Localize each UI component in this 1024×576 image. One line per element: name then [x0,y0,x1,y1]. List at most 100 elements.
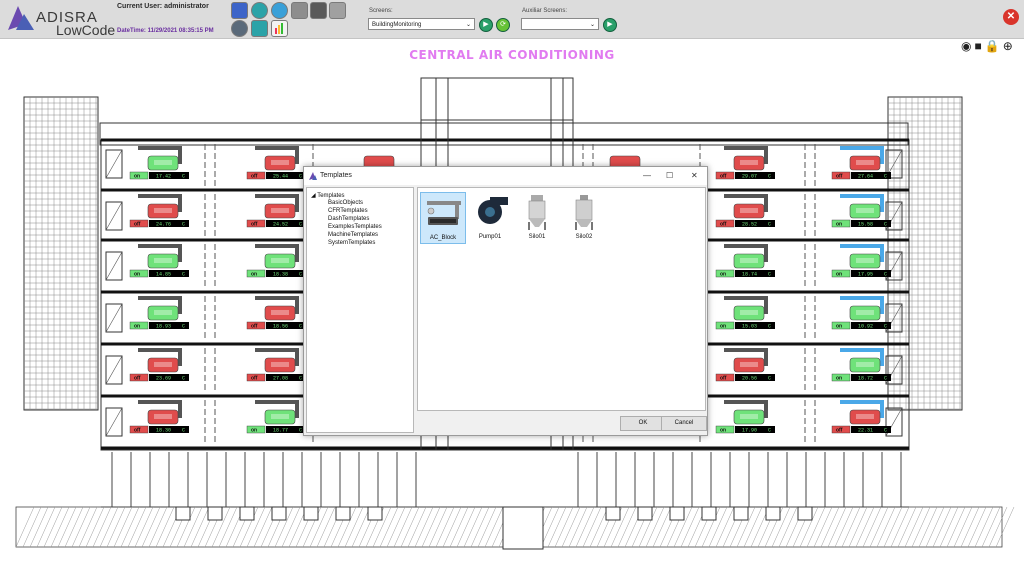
camera-icon[interactable] [310,2,327,19]
window-diagonal [105,407,123,437]
temp-display [266,322,306,329]
hatch-line [78,506,98,548]
footing [701,506,717,521]
aux-screens-dropdown[interactable]: ⌄ [521,18,599,30]
document-icon[interactable] [329,2,346,19]
lock-icon[interactable]: 🔒 [984,39,1000,53]
hatch-line [806,506,826,548]
template-icon [309,172,317,180]
ac-unit-highlight [154,160,172,165]
hatch-line [449,506,469,548]
ac-unit-highlight [154,414,172,419]
ok-button[interactable]: OK [620,416,666,431]
tree-item-dashtemplates[interactable]: DashTemplates [328,216,370,222]
status-badge [715,425,735,434]
maximize-icon[interactable]: ☐ [666,171,674,180]
hatch-line [372,506,392,548]
temp-value: 18.72 [858,376,873,382]
close-icon[interactable]: ✕ [691,171,698,180]
status-badge [246,171,266,180]
status-badge [129,373,149,382]
hatch-line [652,506,672,548]
footing [207,506,223,521]
hatch-line [771,506,791,548]
hatch-line [911,506,931,548]
tree-item-systemtemplates[interactable]: SystemTemplates [328,240,376,246]
ac-unit-highlight [740,310,758,315]
screens-dropdown[interactable]: BuildingMonitoring ⌄ [368,18,475,30]
template-tile-pump01[interactable]: Pump01 [467,192,513,244]
hatch-line [701,506,721,548]
hatch-line [183,506,203,548]
tree-item-basicobjects[interactable]: BasicObjects [328,200,364,206]
navigate-icon[interactable]: ◉ [961,39,972,53]
silo-icon [575,195,593,230]
tree-item-cfrtemplates[interactable]: CFRTemplates [328,208,368,214]
hatch-line [589,506,609,548]
temp-unit: C [182,174,185,180]
save-icon[interactable]: ■ [974,39,982,53]
user-icon[interactable] [231,2,248,19]
temp-unit: C [299,324,302,330]
hatch-line [337,506,357,548]
ac-unit-body [147,409,179,425]
refresh-screen-button[interactable]: ⟳ [496,18,510,32]
template-tile-silo01[interactable]: Silo01 [514,192,560,244]
ac-block-icon [427,201,461,225]
template-tile-silo02[interactable]: Silo02 [561,192,607,244]
ac-unit-highlight [856,414,874,419]
add-icon[interactable]: ⊕ [1002,39,1013,53]
hatch-line [981,506,1001,548]
ac-unit-body [849,409,881,425]
temp-value: 14.85 [156,272,171,278]
tree-item-machinetemplates[interactable]: MachineTemplates [328,232,379,238]
template-tile-ac-block[interactable]: AC_Block [420,192,466,244]
window-frame [885,201,903,231]
status-badge [129,171,149,180]
network-icon[interactable] [251,20,268,37]
temp-value: 24.52 [273,222,288,228]
tree-root[interactable]: ◢ Templates [311,193,345,199]
go-aux-screen-button[interactable]: ▶ [603,18,617,32]
window-frame [885,251,903,281]
status-text: off [251,222,258,228]
temp-value: 17.95 [858,272,873,278]
aux-screens-label: Auxiliar Screens: [522,8,568,14]
globe-icon[interactable] [251,2,268,19]
close-app-icon[interactable]: ✕ [1003,9,1019,25]
hatch-line [855,506,875,548]
temp-display [735,426,775,433]
temp-unit: C [884,272,887,278]
ac-unit-highlight [740,362,758,367]
temp-value: 20.56 [742,376,757,382]
ac-unit-highlight [856,310,874,315]
status-text: on [836,324,842,330]
tile-label: AC_Block [429,235,457,241]
temp-display [735,270,775,277]
temp-display [266,220,306,227]
status-text: off [836,428,843,434]
hatch-line [239,506,259,548]
database-icon[interactable] [291,2,308,19]
monitor-icon[interactable] [271,2,288,19]
hatch-line [400,506,420,548]
bar-chart-icon[interactable] [271,20,288,37]
cancel-button[interactable]: Cancel [661,416,707,431]
hatch-line [743,506,763,548]
temp-display [266,172,306,179]
minimize-icon[interactable]: — [643,171,651,180]
temp-unit: C [768,222,771,228]
hatch-line [309,506,329,548]
status-badge [831,373,851,382]
status-text: off [251,324,258,330]
hatch-line [393,506,413,548]
tile-label: Silo01 [528,234,546,240]
status-text: on [836,376,842,382]
tree-item-examplestemplates[interactable]: ExamplesTemplates [328,224,382,230]
go-screen-button[interactable]: ▶ [479,18,493,32]
settings-icon[interactable] [231,20,248,37]
hatch-line [218,506,238,548]
